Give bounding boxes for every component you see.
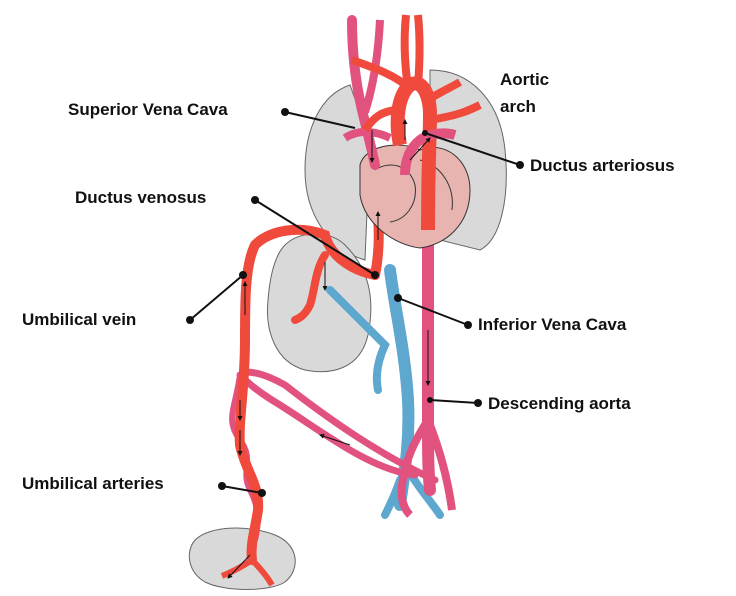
label-inferior-vena-cava: Inferior Vena Cava: [478, 315, 627, 334]
leader-dots: [186, 108, 524, 497]
label-ductus-venosus: Ductus venosus: [75, 188, 207, 207]
ductus-arteriosus-vessel: [400, 128, 457, 176]
label-umbilical-arteries: Umbilical arteries: [22, 474, 164, 493]
leader-lines: [189, 111, 521, 494]
umbilical-arteries-vessel: [236, 371, 419, 479]
label-ductus-arteriosus: Ductus arteriosus: [530, 156, 675, 175]
label-superior-vena-cava: Superior Vena Cava: [68, 100, 228, 119]
label-aortic-arch-line1: Aortic: [500, 70, 550, 89]
placenta: [188, 527, 296, 590]
label-descending-aorta: Descending aorta: [488, 394, 631, 413]
label-umbilical-vein: Umbilical vein: [22, 310, 137, 329]
umbilical-vein-vessel: [234, 224, 380, 565]
flow-arrows: [227, 119, 431, 579]
label-aortic-arch-line2: arch: [500, 97, 536, 116]
